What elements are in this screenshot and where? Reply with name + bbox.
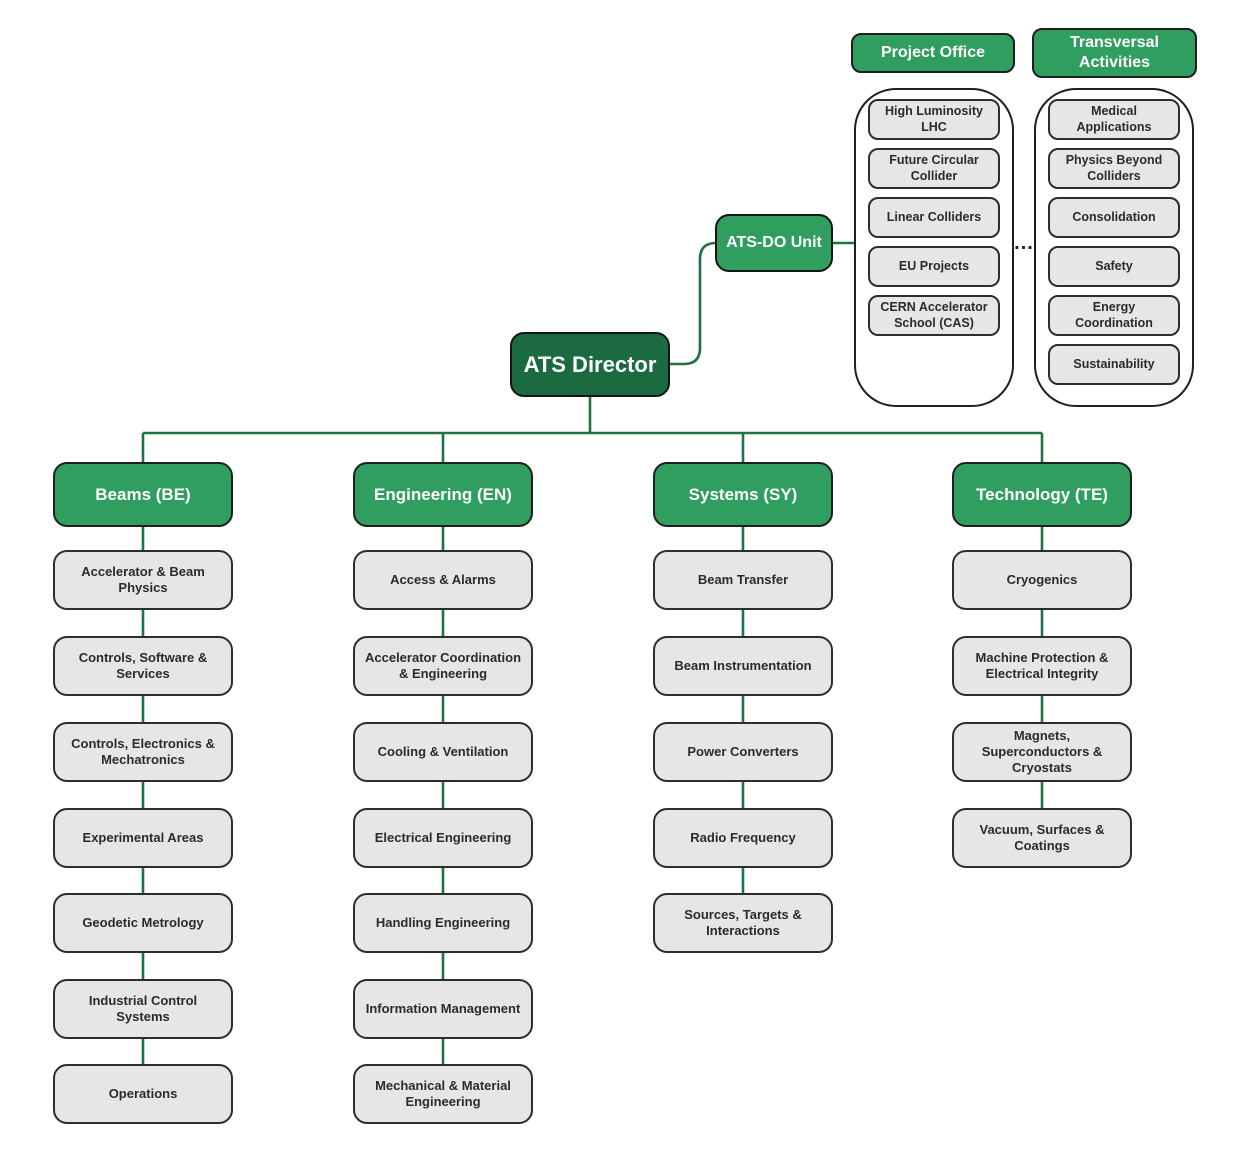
panel-item-consolidation: Consolidation bbox=[1048, 197, 1180, 238]
group-accelerator-beam-physics: Accelerator & Beam Physics bbox=[53, 550, 233, 610]
department-header-technology: Technology (TE) bbox=[952, 462, 1132, 527]
group-power-converters: Power Converters bbox=[653, 722, 833, 782]
project-office-header: Project Office bbox=[851, 33, 1015, 73]
department-header-engineering: Engineering (EN) bbox=[353, 462, 533, 527]
group-radio-frequency: Radio Frequency bbox=[653, 808, 833, 868]
group-cryogenics: Cryogenics bbox=[952, 550, 1132, 610]
connector-director-to-atsdo bbox=[670, 241, 854, 366]
group-electrical-engineering: Electrical Engineering bbox=[353, 808, 533, 868]
group-access-alarms: Access & Alarms bbox=[353, 550, 533, 610]
panel-item-medical-applications: Medical Applications bbox=[1048, 99, 1180, 140]
ats-director-node: ATS Director bbox=[510, 332, 670, 397]
transversal-activities-header: Transversal Activities bbox=[1032, 28, 1197, 78]
group-magnets-superconductors-cryostats: Magnets, Superconductors & Cryostats bbox=[952, 722, 1132, 782]
group-controls-software-services: Controls, Software & Services bbox=[53, 636, 233, 696]
group-machine-protection-electrical-integrity: Machine Protection & Electrical Integrit… bbox=[952, 636, 1132, 696]
group-operations: Operations bbox=[53, 1064, 233, 1124]
department-header-systems: Systems (SY) bbox=[653, 462, 833, 527]
group-handling-engineering: Handling Engineering bbox=[353, 893, 533, 953]
group-geodetic-metrology: Geodetic Metrology bbox=[53, 893, 233, 953]
group-information-management: Information Management bbox=[353, 979, 533, 1039]
group-mechanical-material-engineering: Mechanical & Material Engineering bbox=[353, 1064, 533, 1124]
panel-item-cern-accelerator-school: CERN Accelerator School (CAS) bbox=[868, 295, 1000, 336]
group-experimental-areas: Experimental Areas bbox=[53, 808, 233, 868]
group-industrial-control-systems: Industrial Control Systems bbox=[53, 979, 233, 1039]
panel-item-physics-beyond-colliders: Physics Beyond Colliders bbox=[1048, 148, 1180, 189]
panel-item-energy-coordination: Energy Coordination bbox=[1048, 295, 1180, 336]
group-cooling-ventilation: Cooling & Ventilation bbox=[353, 722, 533, 782]
group-vacuum-surfaces-coatings: Vacuum, Surfaces & Coatings bbox=[952, 808, 1132, 868]
ats-do-unit-node: ATS-DO Unit bbox=[715, 214, 833, 272]
panel-item-linear-colliders: Linear Colliders bbox=[868, 197, 1000, 238]
panel-item-safety: Safety bbox=[1048, 246, 1180, 287]
panel-item-sustainability: Sustainability bbox=[1048, 344, 1180, 385]
group-beam-instrumentation: Beam Instrumentation bbox=[653, 636, 833, 696]
panel-item-high-luminosity-lhc: High Luminosity LHC bbox=[868, 99, 1000, 140]
panel-item-eu-projects: EU Projects bbox=[868, 246, 1000, 287]
ellipsis-between-panels: ... bbox=[1014, 231, 1034, 254]
department-header-beams: Beams (BE) bbox=[53, 462, 233, 527]
group-accelerator-coordination-engineering: Accelerator Coordination & Engineering bbox=[353, 636, 533, 696]
group-controls-electronics-mechatronics: Controls, Electronics & Mechatronics bbox=[53, 722, 233, 782]
panel-item-future-circular-collider: Future Circular Collider bbox=[868, 148, 1000, 189]
group-beam-transfer: Beam Transfer bbox=[653, 550, 833, 610]
group-sources-targets-interactions: Sources, Targets & Interactions bbox=[653, 893, 833, 953]
